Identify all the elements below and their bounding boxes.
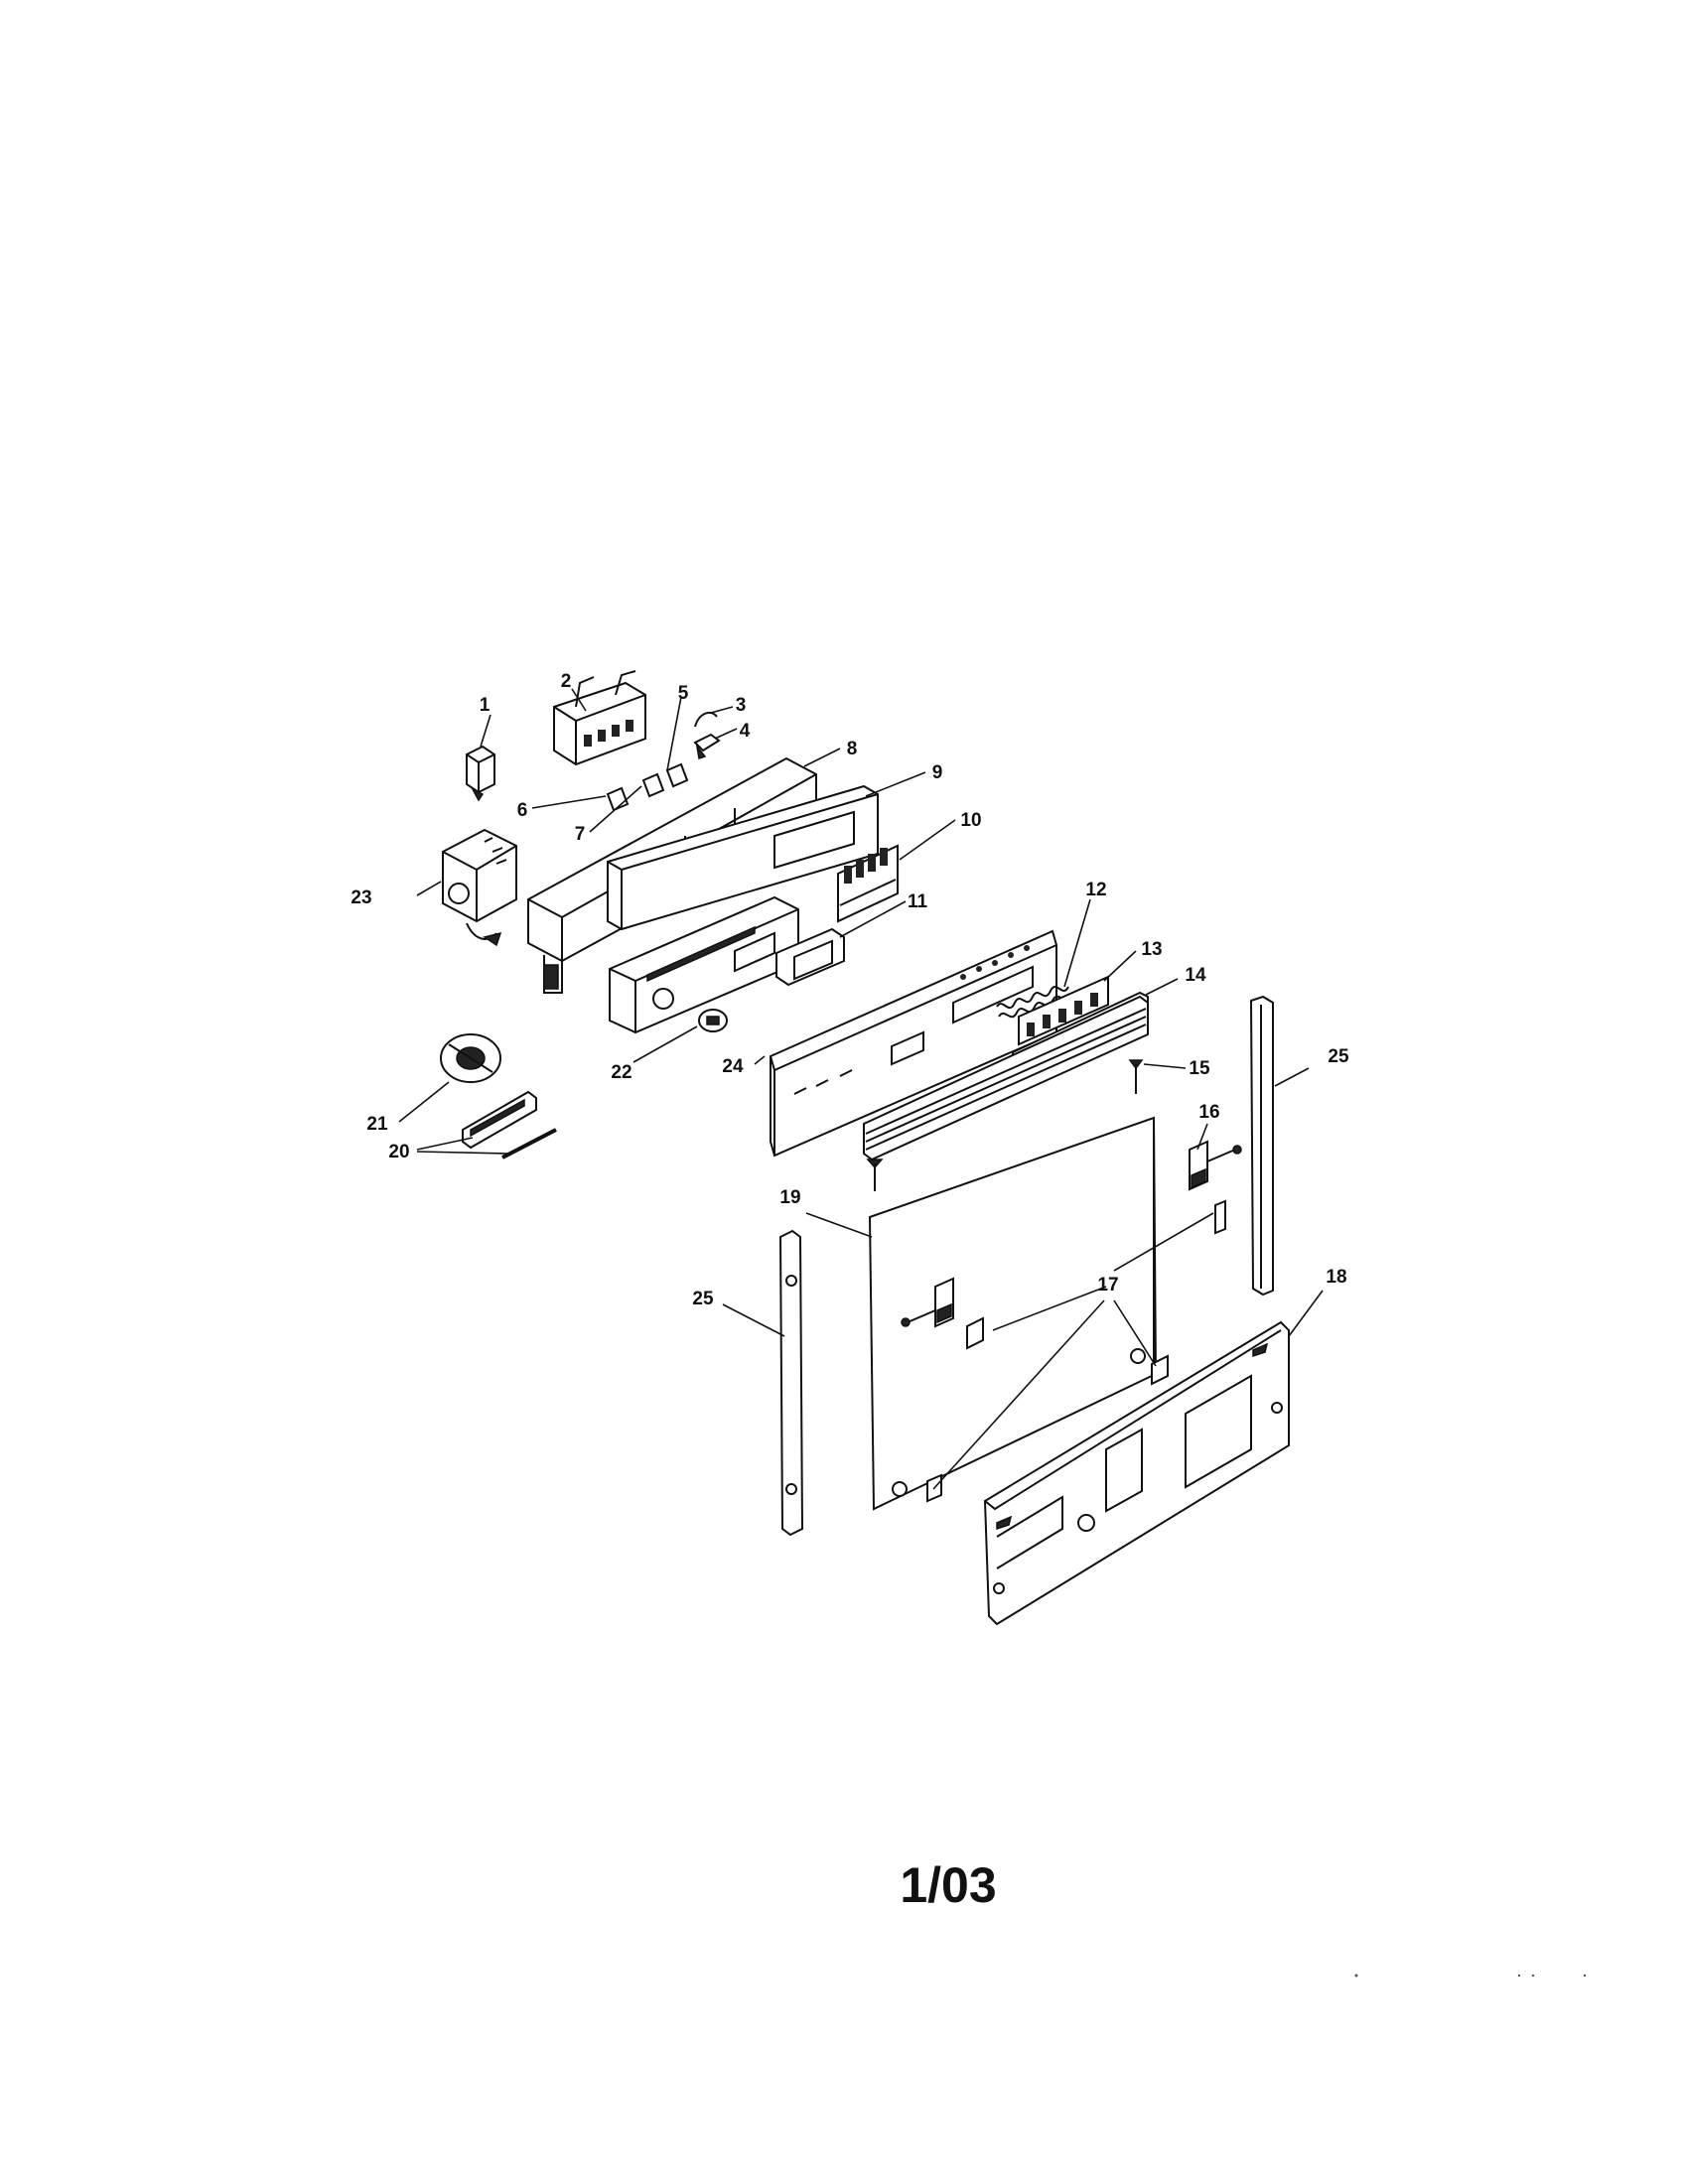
part-15-screws <box>866 1059 1144 1191</box>
part-2-switch-block <box>553 670 646 766</box>
callout-4: 4 <box>740 721 751 742</box>
callout-10: 10 <box>960 810 981 831</box>
scan-specks <box>1354 1974 1587 1978</box>
callout-18: 18 <box>1326 1267 1346 1288</box>
page-number: 1/03 <box>900 1857 997 1913</box>
part-14-handle-bar <box>863 991 1149 1161</box>
part-5-6-7-push-pins <box>606 762 689 812</box>
part-10-switch-bank <box>837 844 899 923</box>
callout-22: 22 <box>611 1062 632 1083</box>
part-13-button-set <box>1018 975 1109 1046</box>
part-1-bracket <box>466 745 495 802</box>
part-25-trim-left <box>778 1229 804 1537</box>
callout-25-right: 25 <box>1328 1046 1349 1067</box>
callout-8: 8 <box>847 739 858 759</box>
callout-21: 21 <box>366 1114 388 1135</box>
part-23-timer-motor <box>442 828 517 947</box>
callout-15: 15 <box>1189 1058 1210 1079</box>
callout-3: 3 <box>736 695 747 716</box>
callout-1: 1 <box>480 695 491 716</box>
callout-9: 9 <box>932 762 943 783</box>
callout-2: 2 <box>561 671 572 692</box>
part-24-front-fascia <box>770 929 1057 1158</box>
callout-25-left: 25 <box>692 1289 714 1309</box>
part-22-knob <box>698 1009 728 1032</box>
part-17-brackets <box>901 1199 1226 1503</box>
callout-5: 5 <box>678 683 689 704</box>
callout-14: 14 <box>1185 965 1206 986</box>
callout-20: 20 <box>388 1142 409 1162</box>
callout-11: 11 <box>908 891 928 912</box>
part-9-display-frame <box>607 784 879 931</box>
part-3-wire-clip <box>694 711 718 728</box>
part-12-springs <box>996 986 1071 1019</box>
callout-13: 13 <box>1141 939 1162 960</box>
callout-24: 24 <box>722 1056 744 1077</box>
part-11-display-module <box>775 927 845 987</box>
callout-7: 7 <box>575 824 586 845</box>
callout-labels: 1 2 3 4 5 6 7 8 9 10 11 12 13 14 15 16 1… <box>351 671 1349 1309</box>
leader-lines <box>398 688 1324 1490</box>
callout-17: 17 <box>1097 1275 1118 1296</box>
part-20-rail-and-rod <box>462 1090 557 1160</box>
callout-6: 6 <box>517 800 528 821</box>
callout-16: 16 <box>1198 1102 1219 1123</box>
part-21-ring-assembly <box>440 1033 501 1083</box>
callout-12: 12 <box>1085 880 1106 900</box>
part-18-kick-plate <box>983 1320 1290 1626</box>
callout-23: 23 <box>351 887 371 908</box>
callout-19: 19 <box>779 1187 800 1208</box>
part-16-latch <box>1189 1140 1242 1191</box>
part-4-clip <box>693 733 721 759</box>
part-25-trim-right <box>1249 995 1274 1297</box>
